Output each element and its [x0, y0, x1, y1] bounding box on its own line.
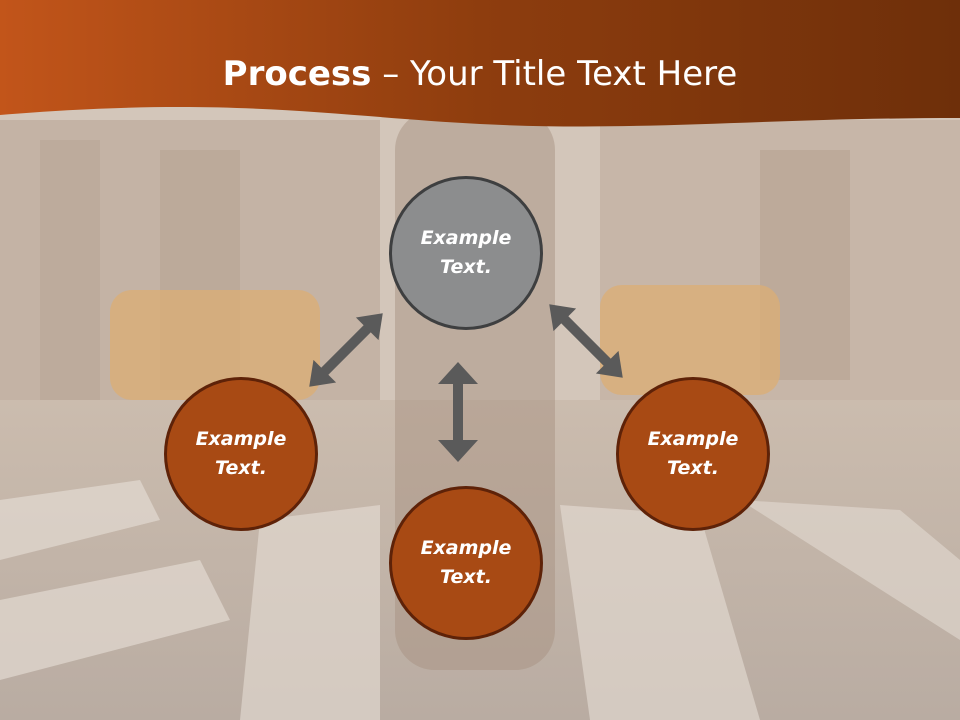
node-text-line2: Text.	[667, 457, 719, 479]
title-bold: Process	[222, 54, 372, 94]
process-node-top: Example Text.	[389, 176, 543, 330]
node-text-line1: Example	[420, 227, 512, 249]
node-text-line2: Text.	[440, 256, 492, 278]
slide-title: Process – Your Title Text Here	[0, 52, 960, 96]
process-node-left: Example Text.	[164, 377, 318, 531]
process-node-bottom: Example Text.	[389, 486, 543, 640]
title-rest: Your Title Text Here	[410, 54, 738, 94]
node-text-line1: Example	[420, 537, 512, 559]
node-text-line1: Example	[647, 428, 739, 450]
process-node-right: Example Text.	[616, 377, 770, 531]
arrow-top-right	[549, 304, 623, 378]
title-dash: –	[371, 54, 411, 94]
node-text-line1: Example	[195, 428, 287, 450]
node-text-line2: Text.	[440, 566, 492, 588]
arrow-vertical	[438, 362, 478, 462]
arrow-top-left	[309, 313, 383, 387]
node-text-line2: Text.	[215, 457, 267, 479]
